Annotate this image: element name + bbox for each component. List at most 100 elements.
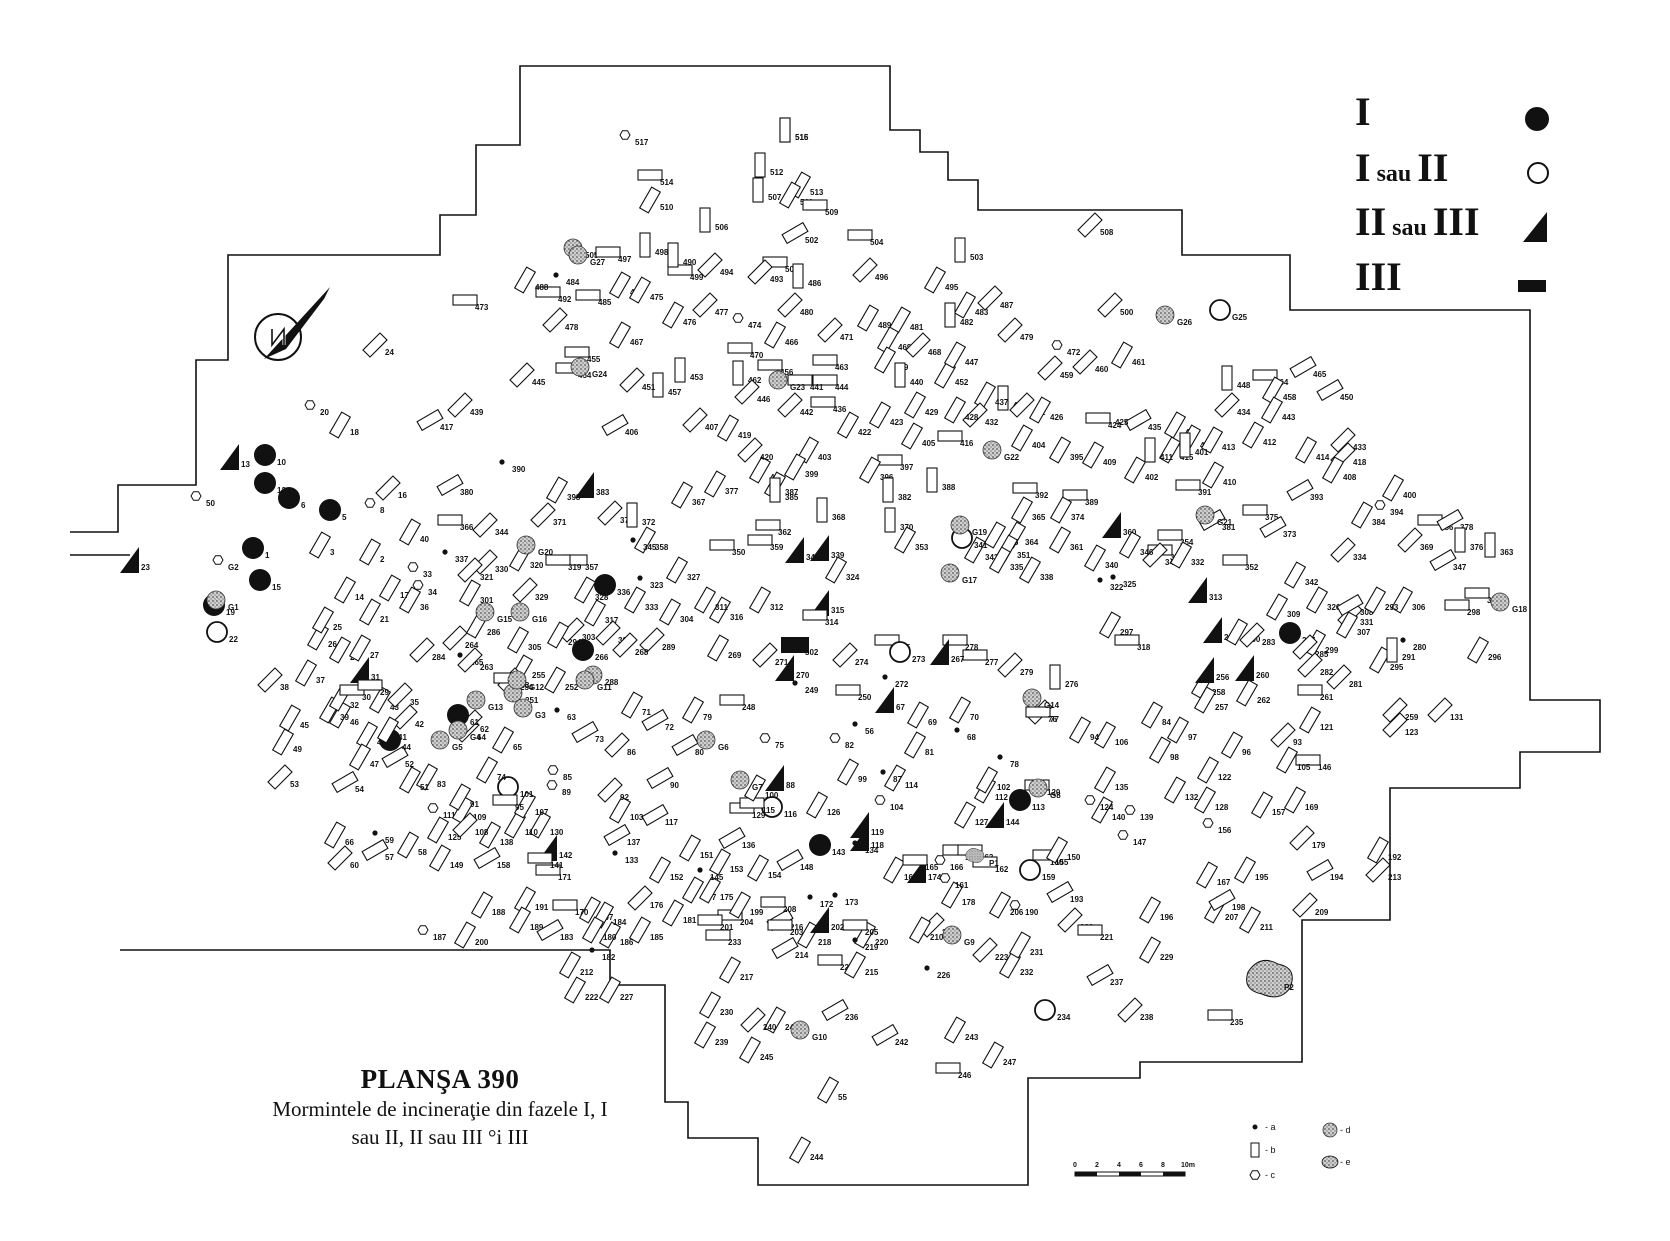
grave-label: 260 xyxy=(1256,671,1270,680)
grave-rect-icon xyxy=(943,1016,967,1044)
grave-label: 323 xyxy=(650,581,664,590)
grave-label: 24 xyxy=(385,348,394,357)
grave-rect-icon xyxy=(626,502,638,528)
grave-rect-icon xyxy=(779,117,791,143)
grave-380: 380 xyxy=(436,473,474,497)
grave-81: 81 xyxy=(903,731,934,759)
grave-G11: G11 xyxy=(575,670,612,692)
grave-filled-circle-icon xyxy=(572,639,594,661)
grave-label: 284 xyxy=(432,653,446,662)
grave-label: 108 xyxy=(475,828,489,837)
grave-G27: G27 xyxy=(568,245,606,267)
grave-rect-icon xyxy=(620,691,644,719)
scale-tick-2: 2 xyxy=(1095,1162,1099,1169)
grave-118: 118 xyxy=(850,825,884,851)
grave-label: 279 xyxy=(1020,668,1034,677)
grave-124: 124 xyxy=(1084,795,1114,812)
grave-label: 103 xyxy=(630,813,644,822)
grave-rect-icon xyxy=(1242,504,1268,516)
grave-113: 113 xyxy=(1009,789,1045,812)
grave-label: G4 xyxy=(470,733,481,742)
grave-label: 23 xyxy=(141,563,150,572)
grave-rect-icon xyxy=(906,701,930,729)
grave-label: 208 xyxy=(783,905,797,914)
grave-rect-icon xyxy=(535,864,561,876)
grave-rect-icon xyxy=(781,221,809,245)
grave-512: 512 xyxy=(754,152,784,178)
phase-III-label: III xyxy=(1355,257,1402,297)
grave-rect-icon xyxy=(1037,355,1063,381)
grave-462: 462 xyxy=(732,360,762,386)
grave-145: 145 xyxy=(697,867,724,882)
grave-276: 276 xyxy=(1049,664,1079,690)
grave-label: 85 xyxy=(563,773,572,782)
grave-label: 167 xyxy=(1217,878,1231,887)
grave-29: 29 xyxy=(357,679,389,697)
grave-label: 116 xyxy=(784,810,797,819)
grave-label: 385 xyxy=(785,493,799,502)
grave-label: 186 xyxy=(620,938,634,947)
grave-rect-icon xyxy=(637,169,663,181)
grave-hexagon-icon xyxy=(939,873,951,883)
grave-rect-icon xyxy=(842,919,868,931)
grave-194: 194 xyxy=(1306,858,1344,882)
grave-label: 513 xyxy=(810,188,824,197)
grave-rect-icon xyxy=(1148,736,1172,764)
grave-407: 407 xyxy=(682,407,719,433)
grave-rect-icon xyxy=(628,276,652,304)
grave-338: 338 xyxy=(1018,556,1054,584)
grave-label: 221 xyxy=(1100,933,1114,942)
grave-72: 72 xyxy=(641,708,674,732)
grave-label: 189 xyxy=(530,923,544,932)
grave-213: 213 xyxy=(1365,857,1402,883)
grave-268: 268 xyxy=(612,632,649,658)
grave-label: 437 xyxy=(995,398,1009,407)
grave-rect-icon xyxy=(923,266,947,294)
grave-148: 148 xyxy=(776,848,814,872)
grave-label: 417 xyxy=(440,423,454,432)
grave-label: 204 xyxy=(740,918,754,927)
grave-label: 142 xyxy=(559,851,573,860)
grave-label: 372 xyxy=(642,518,656,527)
grave-185: 185 xyxy=(628,916,664,944)
grave-label: 138 xyxy=(500,838,514,847)
grave-rect-icon xyxy=(619,367,645,393)
grave-label: 432 xyxy=(985,418,999,427)
grave-label: 33 xyxy=(423,570,432,579)
grave-dot-icon xyxy=(1110,574,1116,580)
grave-144: 144 xyxy=(985,802,1020,828)
grave-filled-circle-icon xyxy=(278,487,300,509)
grave-rect-icon xyxy=(603,823,631,847)
grave-dot-icon xyxy=(554,707,560,713)
grave-rect-icon xyxy=(771,936,799,960)
grave-rect-icon xyxy=(470,891,494,919)
grave-label: 309 xyxy=(1287,610,1301,619)
phase-I-sau-II-text2: II xyxy=(1417,145,1449,190)
grave-rect-icon xyxy=(1093,766,1117,794)
grave-rect-icon xyxy=(1326,664,1352,690)
grave-triangle-icon xyxy=(810,535,829,561)
grave-131: 131 xyxy=(1427,697,1464,723)
grave-180: 180 xyxy=(581,916,617,944)
grave-label: 212 xyxy=(580,968,594,977)
grave-label: 443 xyxy=(1282,413,1296,422)
grave-label: 187 xyxy=(433,933,447,942)
grave-label: G16 xyxy=(532,615,548,624)
grave-label: 465 xyxy=(1313,370,1327,379)
grave-99: 99 xyxy=(836,758,867,786)
grave-58: 58 xyxy=(396,831,427,859)
grave-151: 151 xyxy=(678,834,714,862)
grave-label: 109 xyxy=(473,813,487,822)
grave-111: 111 xyxy=(427,803,456,820)
grave-label: 106 xyxy=(1115,738,1129,747)
grave-G8: G8 xyxy=(1028,778,1061,800)
grave-rect-icon xyxy=(527,852,553,864)
grave-label: 294 xyxy=(568,638,582,647)
grave-triangle-icon xyxy=(930,639,949,665)
grave-rect-icon xyxy=(1117,997,1143,1023)
grave-rect-icon xyxy=(1484,532,1496,558)
grave-rect-icon xyxy=(513,791,537,819)
grave-138: 138 xyxy=(478,821,514,849)
grave-37: 37 xyxy=(294,659,325,687)
grave-360: 360 xyxy=(1102,512,1137,538)
